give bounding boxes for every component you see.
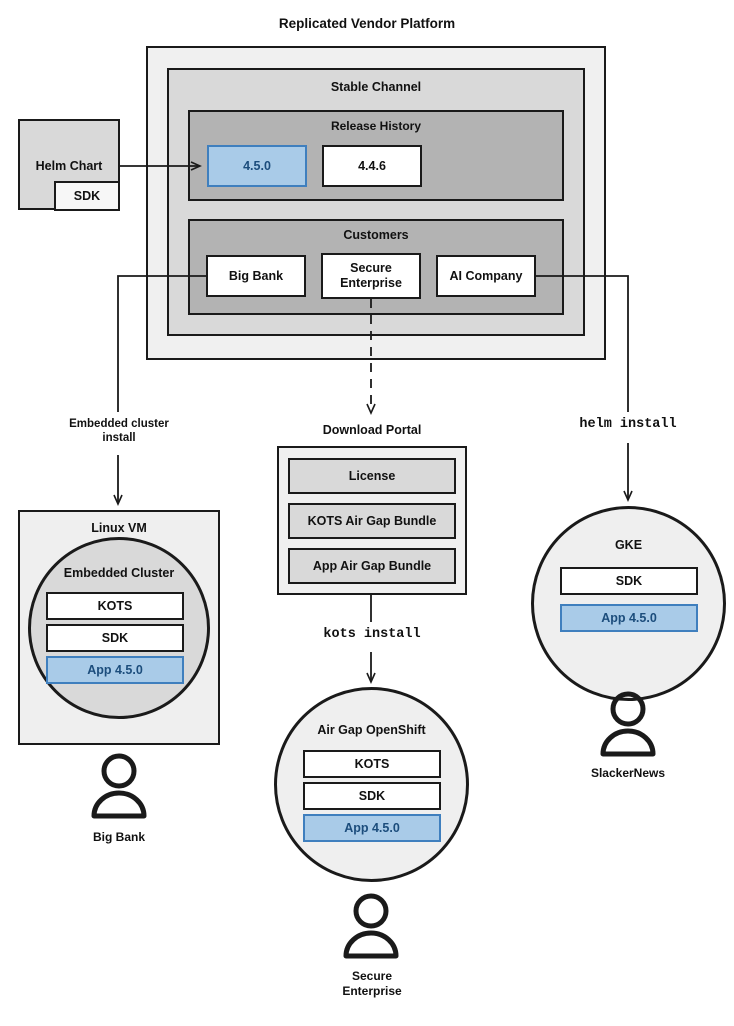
- person-icon-slackernews: [600, 691, 656, 757]
- release-chip-4-4-6[interactable]: 4.4.6: [322, 145, 422, 187]
- openshift-component-kots[interactable]: KOTS: [303, 750, 441, 778]
- edge-label-kots-install: kots install: [323, 627, 421, 642]
- target-gke-circle: [531, 506, 726, 701]
- target-linux-vm-title: Linux VM: [91, 521, 147, 535]
- customers-title: Customers: [343, 228, 409, 242]
- customer-big-bank[interactable]: Big Bank: [206, 255, 306, 297]
- gke-component-sdk[interactable]: SDK: [560, 567, 698, 595]
- linux-vm-component-kots[interactable]: KOTS: [46, 592, 184, 620]
- linux-vm-component-app[interactable]: App 4.5.0: [46, 656, 184, 684]
- download-portal-title: Download Portal: [322, 423, 422, 437]
- actor-label-big-bank: Big Bank: [92, 830, 145, 844]
- linux-vm-component-sdk[interactable]: SDK: [46, 624, 184, 652]
- stable-channel-title: Stable Channel: [330, 80, 422, 94]
- helm-chart-sdk-box[interactable]: SDK: [54, 181, 120, 211]
- actor-label-secure-enterprise: Secure Enterprise: [342, 969, 402, 998]
- helm-chart-title: Helm Chart: [35, 159, 103, 173]
- openshift-component-app[interactable]: App 4.5.0: [303, 814, 441, 842]
- edge-label-embedded-cluster-install: Embedded cluster install: [69, 418, 169, 445]
- embedded-cluster-title: Embedded Cluster: [63, 566, 175, 580]
- download-portal-artifact-kots-air-gap-bundle[interactable]: KOTS Air Gap Bundle: [288, 503, 456, 539]
- target-gke-title: GKE: [614, 538, 643, 552]
- download-portal-artifact-app-air-gap-bundle[interactable]: App Air Gap Bundle: [288, 548, 456, 584]
- edge-label-helm-install: helm install: [579, 417, 677, 432]
- person-icon-secure-enterprise: [343, 893, 399, 959]
- customer-secure-enterprise[interactable]: Secure Enterprise: [321, 253, 421, 299]
- release-chip-4-5-0[interactable]: 4.5.0: [207, 145, 307, 187]
- actor-label-slackernews: SlackerNews: [590, 766, 666, 780]
- page-title: Replicated Vendor Platform: [278, 16, 456, 31]
- gke-component-app[interactable]: App 4.5.0: [560, 604, 698, 632]
- release-history-title: Release History: [330, 119, 422, 133]
- customer-ai-company[interactable]: AI Company: [436, 255, 536, 297]
- openshift-component-sdk[interactable]: SDK: [303, 782, 441, 810]
- person-icon-big-bank: [91, 753, 147, 819]
- download-portal-artifact-license[interactable]: License: [288, 458, 456, 494]
- target-air-gap-openshift-title: Air Gap OpenShift: [317, 723, 426, 737]
